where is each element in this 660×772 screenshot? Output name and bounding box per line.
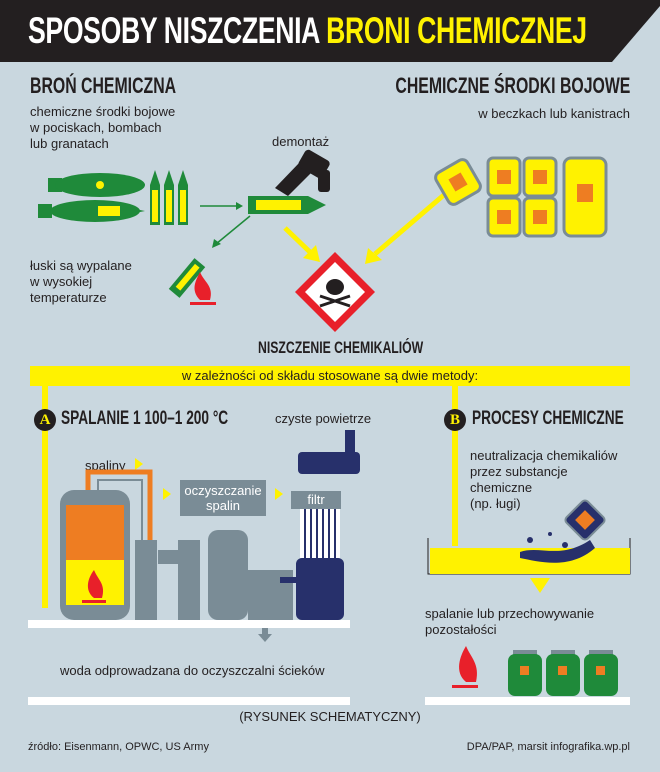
- exhaust-cleaning-line2: spalin: [206, 498, 240, 513]
- clean-air-label: czyste powietrze: [275, 411, 372, 426]
- arrow-right-icon: [200, 202, 243, 210]
- methods-bar: [30, 366, 630, 386]
- incineration-illustration: [60, 430, 360, 642]
- shells-note-2: w wysokiej: [30, 274, 93, 289]
- weapons-illustration: [38, 149, 608, 332]
- center-label: NISZCZENIE CHEMIKALIÓW: [258, 338, 424, 357]
- pouring-canister-icon: [564, 499, 606, 541]
- bomb-icon: [38, 173, 145, 222]
- source-note: źródło: Eisenmann, OPWC, US Army: [28, 741, 209, 753]
- method-b-line: [452, 386, 458, 546]
- neutralization-illustration: [427, 499, 631, 696]
- right-desc: w beczkach lub kanistrach: [478, 106, 630, 121]
- scrubber-icon: [135, 530, 293, 642]
- left-desc-3: lub granatach: [30, 136, 109, 151]
- methods-bar-text: w zależności od składu stosowane są dwie…: [181, 368, 479, 383]
- method-b-desc-2: przez substancje: [470, 464, 568, 479]
- credit-note: DPA/PAP, marsit infografika.wp.pl: [466, 741, 630, 753]
- flame-icon: [452, 646, 478, 688]
- method-b-desc-4: (np. ługi): [470, 496, 521, 511]
- right-heading: CHEMICZNE ŚRODKI BOJOWE: [395, 73, 630, 98]
- exhaust-cleaning-line1: oczyszczanie: [184, 483, 262, 498]
- header-banner: [0, 0, 660, 62]
- left-desc-2: w pociskach, bombach: [30, 120, 162, 135]
- left-desc-1: chemiczne środki bojowe: [30, 104, 176, 119]
- yellow-arrow-icon: [365, 186, 454, 264]
- badge-a: A: [34, 409, 56, 431]
- burning-shell-icon: [168, 258, 216, 305]
- ground-line: [28, 620, 350, 628]
- method-a-line: [42, 386, 48, 608]
- filter-tower-icon: [280, 430, 360, 620]
- page-title: SPOSOBY NISZCZENIA BRONI CHEMICZNEJ: [28, 10, 587, 52]
- method-b-heading: PROCESY CHEMICZNE: [472, 408, 624, 429]
- dismantle-label: demontaż: [272, 134, 330, 149]
- water-label: woda odprowadzana do oczyszczalni ściekó…: [60, 663, 325, 678]
- drill-icon: [275, 149, 330, 196]
- arrow-down-left-icon: [212, 215, 251, 248]
- furnace-icon: [60, 490, 130, 620]
- filter-box: filtr: [291, 491, 341, 509]
- schematic-note: (RYSUNEK SCHEMATYCZNY): [239, 709, 421, 724]
- yellow-arrow-icon: [283, 226, 320, 262]
- method-b-result-2: pozostałości: [425, 622, 497, 637]
- exhaust-label: spaliny: [85, 458, 126, 473]
- hazard-skull-icon: [295, 252, 375, 332]
- arrow-down-icon: [530, 578, 550, 593]
- shells-note-3: temperaturze: [30, 290, 107, 305]
- tilted-canister-icon: [434, 158, 482, 206]
- title-part1: SPOSOBY NISZCZENIA: [28, 10, 327, 51]
- dismantled-shell-icon: [248, 196, 326, 214]
- ground-line: [28, 697, 350, 705]
- badge-b: B: [444, 409, 466, 431]
- title-highlight: BRONI CHEMICZNEJ: [326, 10, 587, 51]
- method-b-desc-1: neutralizacja chemikaliów: [470, 448, 618, 463]
- method-b-result-1: spalanie lub przechowywanie: [425, 606, 595, 621]
- shells-note-1: łuski są wypalane: [30, 258, 132, 273]
- left-heading: BROŃ CHEMICZNA: [30, 73, 177, 98]
- shells-icon: [150, 170, 188, 225]
- method-a-heading: SPALANIE 1 100–1 200 °C: [61, 408, 229, 429]
- storage-barrels-icon: [508, 650, 618, 696]
- method-b-desc-3: chemiczne: [470, 480, 533, 495]
- ground-line: [425, 697, 630, 705]
